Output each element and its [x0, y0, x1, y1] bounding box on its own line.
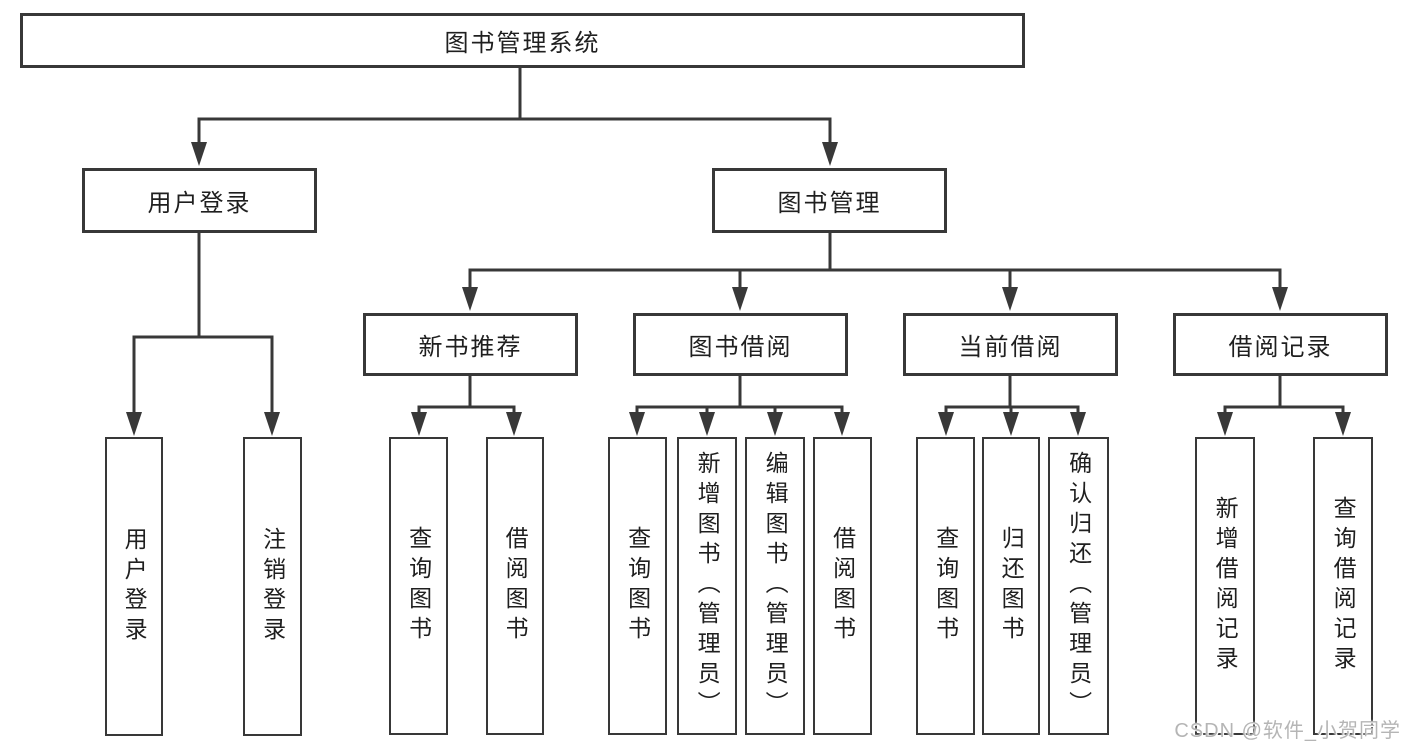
leaf-query-books-current-label: 查询图书: [932, 526, 959, 646]
arrow-down-icon: [411, 412, 427, 436]
connector-line: [1223, 405, 1345, 413]
leaf-borrow-books-recommend: 借阅图书: [486, 437, 544, 735]
connector-line: [635, 405, 844, 413]
arrow-down-icon: [1003, 412, 1019, 436]
leaf-add-borrow-record-label: 新增借阅记录: [1212, 496, 1239, 676]
leaf-query-borrow-record-label: 查询借阅记录: [1330, 496, 1357, 676]
arrow-down-icon: [767, 412, 783, 436]
node-book-management: 图书管理: [712, 168, 947, 233]
leaf-query-books-borrowing: 查询图书: [608, 437, 667, 735]
leaf-query-books-current: 查询图书: [916, 437, 975, 735]
arrow-down-icon: [191, 142, 207, 166]
leaf-borrow-books-borrowing-label: 借阅图书: [829, 526, 856, 646]
arrow-down-icon: [462, 287, 478, 311]
leaf-query-books-recommend: 查询图书: [389, 437, 448, 735]
arrow-down-icon: [732, 287, 748, 311]
leaf-return-books: 归还图书: [982, 437, 1040, 735]
leaf-edit-books-admin-label: 编辑图书（管理员）: [762, 451, 789, 721]
node-new-book-recommend: 新书推荐: [363, 313, 578, 376]
node-root: 图书管理系统: [20, 13, 1025, 68]
leaf-borrow-books-borrowing: 借阅图书: [813, 437, 872, 735]
watermark: CSDN @软件_小贺同学: [1174, 720, 1401, 742]
connector-line: [417, 405, 516, 413]
node-book-borrowing: 图书借阅: [633, 313, 848, 376]
arrow-down-icon: [1217, 412, 1233, 436]
connector-line: [197, 117, 832, 142]
arrow-down-icon: [629, 412, 645, 436]
node-current-borrowing: 当前借阅: [903, 313, 1118, 376]
connector-line: [132, 335, 274, 413]
arrow-down-icon: [1272, 287, 1288, 311]
leaf-add-books-admin: 新增图书（管理员）: [677, 437, 737, 735]
leaf-confirm-return-admin-label: 确认归还（管理员）: [1065, 451, 1092, 721]
leaf-user-login: 用户登录: [105, 437, 163, 736]
arrow-down-icon: [699, 412, 715, 436]
leaf-edit-books-admin: 编辑图书（管理员）: [745, 437, 805, 735]
arrow-down-icon: [822, 142, 838, 166]
leaf-borrow-books-recommend-label: 借阅图书: [502, 526, 529, 646]
arrow-down-icon: [126, 412, 142, 436]
node-borrowing-records: 借阅记录: [1173, 313, 1388, 376]
connector-line: [468, 268, 1282, 288]
leaf-return-books-label: 归还图书: [998, 526, 1025, 646]
leaf-add-books-admin-label: 新增图书（管理员）: [694, 451, 721, 721]
leaf-query-books-borrowing-label: 查询图书: [624, 526, 651, 646]
leaf-logout-label: 注销登录: [259, 526, 286, 647]
arrow-down-icon: [1002, 287, 1018, 311]
arrow-down-icon: [1335, 412, 1351, 436]
node-user-login: 用户登录: [82, 168, 317, 233]
leaf-add-borrow-record: 新增借阅记录: [1195, 437, 1255, 735]
leaf-user-login-label: 用户登录: [121, 526, 148, 647]
connector-line: [944, 405, 1080, 413]
arrow-down-icon: [1070, 412, 1086, 436]
leaf-confirm-return-admin: 确认归还（管理员）: [1048, 437, 1109, 735]
arrow-down-icon: [264, 412, 280, 436]
arrow-down-icon: [506, 412, 522, 436]
leaf-query-books-recommend-label: 查询图书: [405, 526, 432, 646]
leaf-logout: 注销登录: [243, 437, 302, 736]
arrow-down-icon: [938, 412, 954, 436]
arrow-down-icon: [834, 412, 850, 436]
leaf-query-borrow-record: 查询借阅记录: [1313, 437, 1373, 735]
